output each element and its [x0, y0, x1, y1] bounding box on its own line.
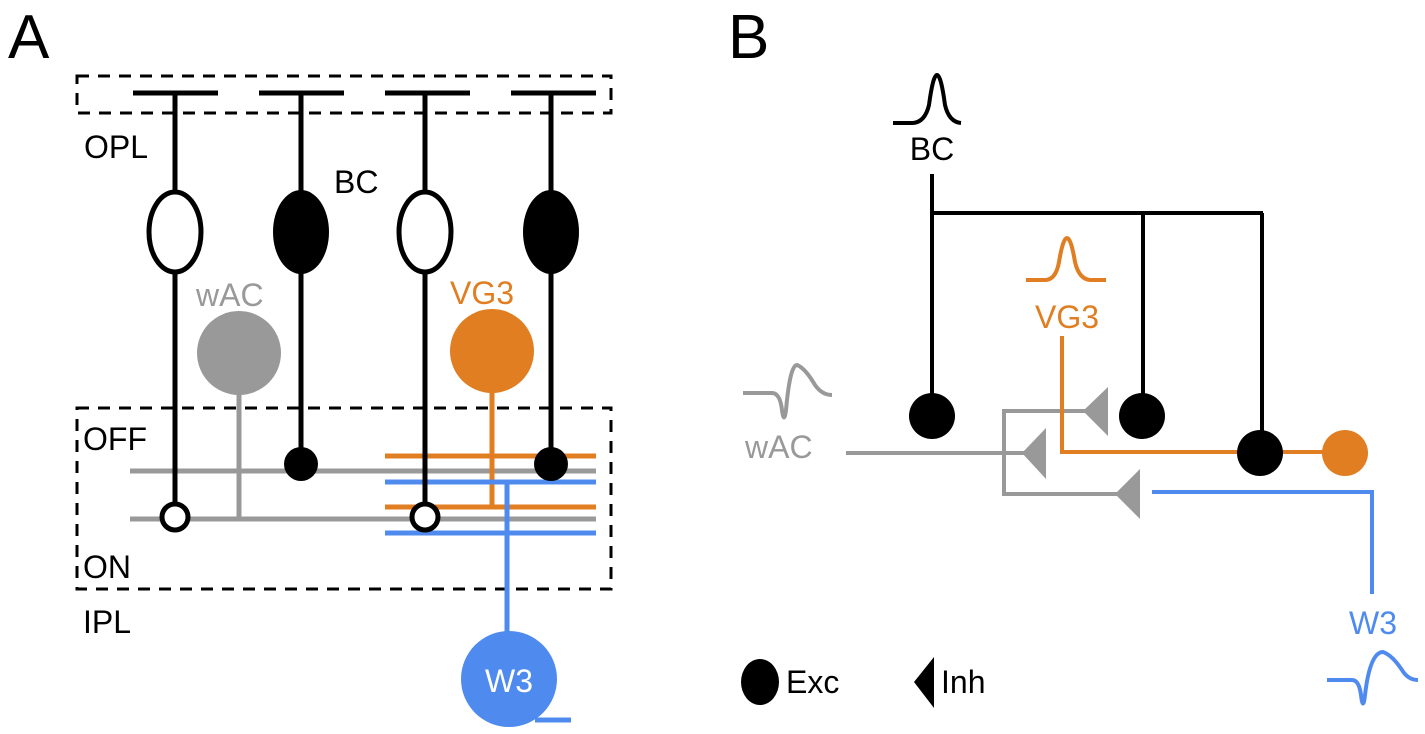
bipolar-cells — [133, 90, 596, 506]
wac-processes — [130, 380, 596, 522]
bc-label-b: BC — [910, 131, 954, 167]
off-label: OFF — [83, 421, 147, 457]
inh-synapse-to-wac — [1022, 428, 1046, 479]
exc-legend-icon — [741, 659, 779, 705]
w3-label: W3 — [485, 663, 533, 699]
inh-legend-label: Inh — [941, 664, 985, 700]
bc1-terminal — [159, 501, 191, 533]
wac-waveform-icon — [743, 362, 833, 420]
w3-waveform-icon — [1327, 649, 1419, 706]
bc3-terminal — [409, 501, 441, 533]
wac-label-b: wAC — [744, 429, 813, 465]
ipl-label: IPL — [83, 604, 131, 640]
w3-wiring — [1152, 490, 1374, 594]
on-label: ON — [83, 549, 131, 585]
w3-soma — [461, 631, 557, 727]
bc3-soma-on — [396, 189, 454, 275]
bc-waveform-icon — [893, 72, 962, 125]
exc-legend-label: Exc — [786, 664, 839, 700]
panel-a-letter: A — [8, 3, 50, 72]
bc2-soma-off — [273, 190, 329, 274]
panel-b-letter: B — [728, 3, 769, 72]
w3-label-b: W3 — [1349, 605, 1397, 641]
vg3-label-b: VG3 — [1035, 299, 1099, 335]
opl-label: OPL — [84, 129, 148, 165]
bc4-terminal — [534, 447, 568, 481]
vg3-waveform-icon — [1026, 235, 1106, 282]
bc-wiring — [930, 174, 1264, 440]
vg3-soma — [450, 309, 534, 393]
panel-b: B BC wAC VG3 — [728, 3, 1419, 708]
inh-synapse-to-w3 — [1115, 469, 1140, 519]
panel-a: A OPL BC OFF ON IPL wAC VG3 — [8, 3, 613, 727]
wac-soma — [197, 311, 281, 395]
bc-exc-synapse-2 — [1119, 393, 1165, 439]
ipl-box — [75, 406, 613, 591]
wac-label: wAC — [195, 277, 264, 313]
bc-exc-synapse-1 — [909, 393, 955, 439]
bc-exc-synapse-3 — [1237, 430, 1283, 476]
vg3-exc-synapse — [1322, 430, 1368, 476]
inh-synapse-to-bc — [1083, 387, 1108, 436]
opl-box — [75, 74, 613, 115]
vg3-processes — [385, 380, 596, 510]
vg3-label: VG3 — [450, 275, 514, 311]
bc4-soma-off — [523, 190, 579, 274]
inh-legend-icon — [914, 657, 934, 708]
bc-label: BC — [334, 164, 378, 200]
bc1-soma-on — [146, 189, 204, 275]
legend: Exc Inh — [741, 657, 985, 708]
bc2-terminal — [284, 447, 318, 481]
w3-processes — [385, 479, 596, 723]
